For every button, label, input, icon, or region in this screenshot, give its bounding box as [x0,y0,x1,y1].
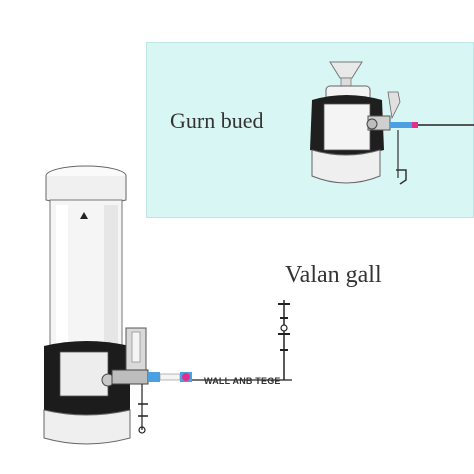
inset-pipe-fitting [390,122,412,128]
wall-line-node [280,324,288,332]
main-filter-unit [43,165,292,445]
pipe-caption: WALL ANB TEGE [204,376,281,386]
funnel-top [329,61,363,79]
wall-line-marks [278,303,290,351]
column-band-window [59,351,109,397]
pipe-segment [159,373,181,381]
drain-cap [138,426,146,434]
housing-window [323,103,371,151]
housing-base [311,149,381,184]
inset-panel-label: Gurn bued [170,108,264,133]
inset-filter-unit [310,61,474,185]
wall-supply-line [278,300,290,380]
column-base [43,409,131,445]
valve-sight-glass [131,331,141,363]
inset-connector [412,122,418,128]
connector-pink [182,373,190,381]
inset-panel [146,42,474,218]
main-diagram-label: Valan gall [285,262,382,288]
pipe-fitting-blue [148,372,160,382]
column-highlight [56,205,68,345]
valve-manifold [111,369,149,385]
inset-handle [387,91,401,120]
inset-drain-tip [396,169,407,185]
inset-valve-knob [366,118,378,130]
column-shadow [104,205,118,345]
column-arrow-icon [80,212,88,219]
drain-marks [138,403,148,417]
